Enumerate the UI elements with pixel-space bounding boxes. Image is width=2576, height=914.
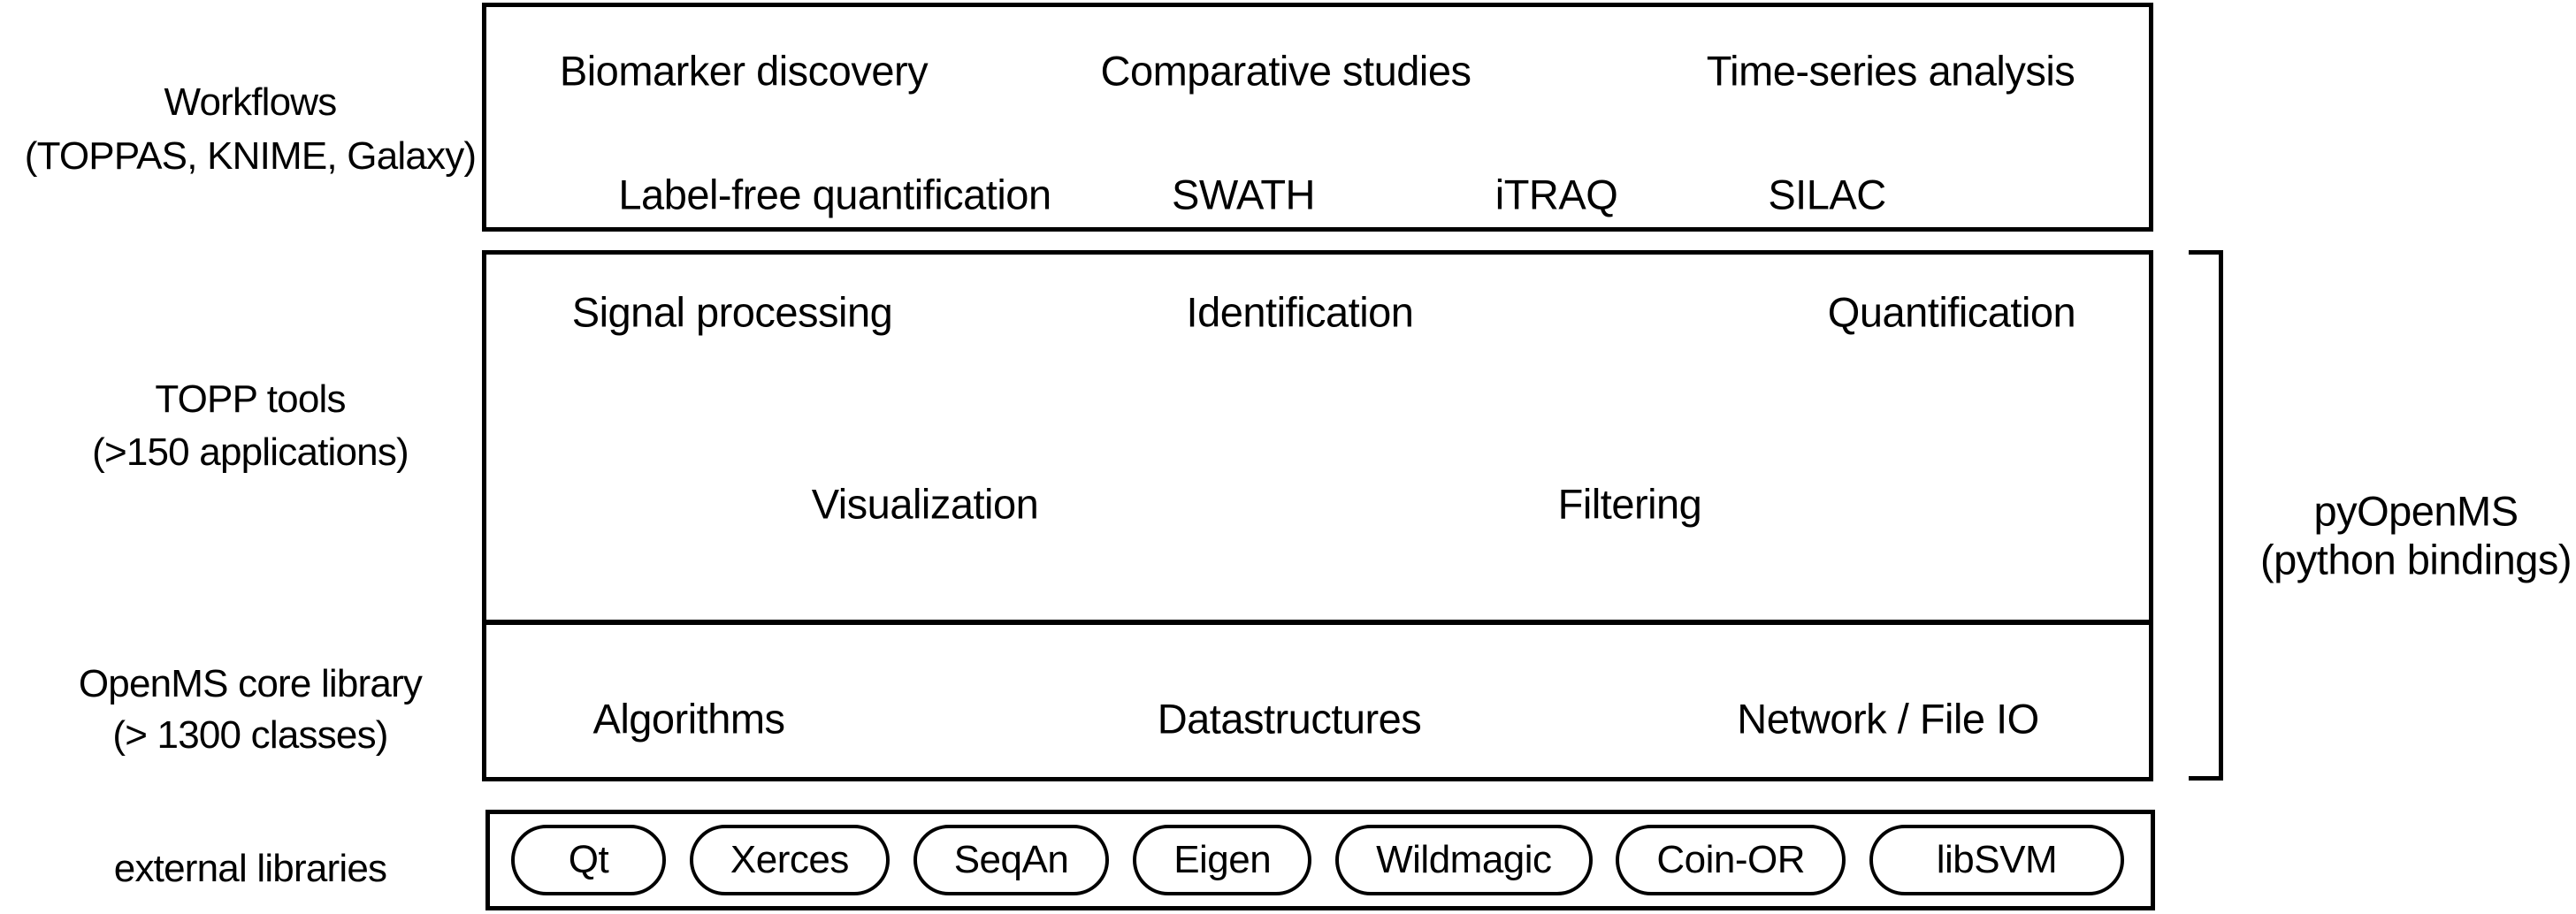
- workflow-item-comparative-studies: Comparative studies: [1100, 47, 1471, 95]
- pyopenms-bracket: [2189, 250, 2223, 781]
- topp-layer-label-line1: TOPP tools: [155, 377, 346, 421]
- external-lib-pill-wildmagic: Wildmagic: [1335, 825, 1593, 895]
- external-lib-pill-seqan: SeqAn: [913, 825, 1110, 895]
- topp-item-signal-processing: Signal processing: [571, 288, 893, 336]
- external-lib-pill-eigen: Eigen: [1133, 825, 1312, 895]
- workflow-item-swath: SWATH: [1172, 171, 1315, 218]
- topp-item-identification: Identification: [1186, 288, 1414, 336]
- workflows-layer-label-line1: Workflows: [164, 80, 338, 124]
- core-item-datastructures: Datastructures: [1157, 695, 1422, 743]
- external-lib-pill-libsvm: libSVM: [1869, 825, 2124, 895]
- core-item-network-file-io: Network / File IO: [1737, 695, 2039, 743]
- core-layer-label-line2: (> 1300 classes): [112, 713, 388, 757]
- external-lib-pill-qt: Qt: [511, 825, 666, 895]
- workflow-item-itraq: iTRAQ: [1494, 171, 1618, 218]
- external-lib-pill-xerces: Xerces: [689, 825, 890, 895]
- external-libraries-pill-row: Qt Xerces SeqAn Eigen Wildmagic Coin-OR …: [511, 825, 2124, 895]
- workflow-item-time-series-analysis: Time-series analysis: [1706, 47, 2075, 95]
- workflow-item-biomarker-discovery: Biomarker discovery: [559, 47, 929, 95]
- external-lib-pill-coin-or: Coin-OR: [1616, 825, 1846, 895]
- core-layer-label-line1: OpenMS core library: [78, 662, 423, 705]
- topp-item-visualization: Visualization: [811, 480, 1039, 528]
- topp-core-divider: [486, 620, 2149, 625]
- external-layer-label: external libraries: [113, 847, 387, 890]
- workflow-item-silac: SILAC: [1768, 171, 1886, 218]
- topp-and-core-box: [482, 250, 2153, 781]
- pyopenms-label-line1: pyOpenMS: [2313, 487, 2519, 535]
- workflows-layer-label-line2: (TOPPAS, KNIME, Galaxy): [24, 134, 477, 178]
- workflows-box: [482, 3, 2153, 232]
- pyopenms-label-line2: (python bindings): [2259, 536, 2572, 583]
- topp-layer-label-line2: (>150 applications): [92, 430, 409, 474]
- topp-item-filtering: Filtering: [1557, 480, 1702, 528]
- core-item-algorithms: Algorithms: [592, 695, 785, 743]
- topp-item-quantification: Quantification: [1827, 288, 2076, 336]
- workflow-item-label-free-quantification: Label-free quantification: [618, 171, 1051, 218]
